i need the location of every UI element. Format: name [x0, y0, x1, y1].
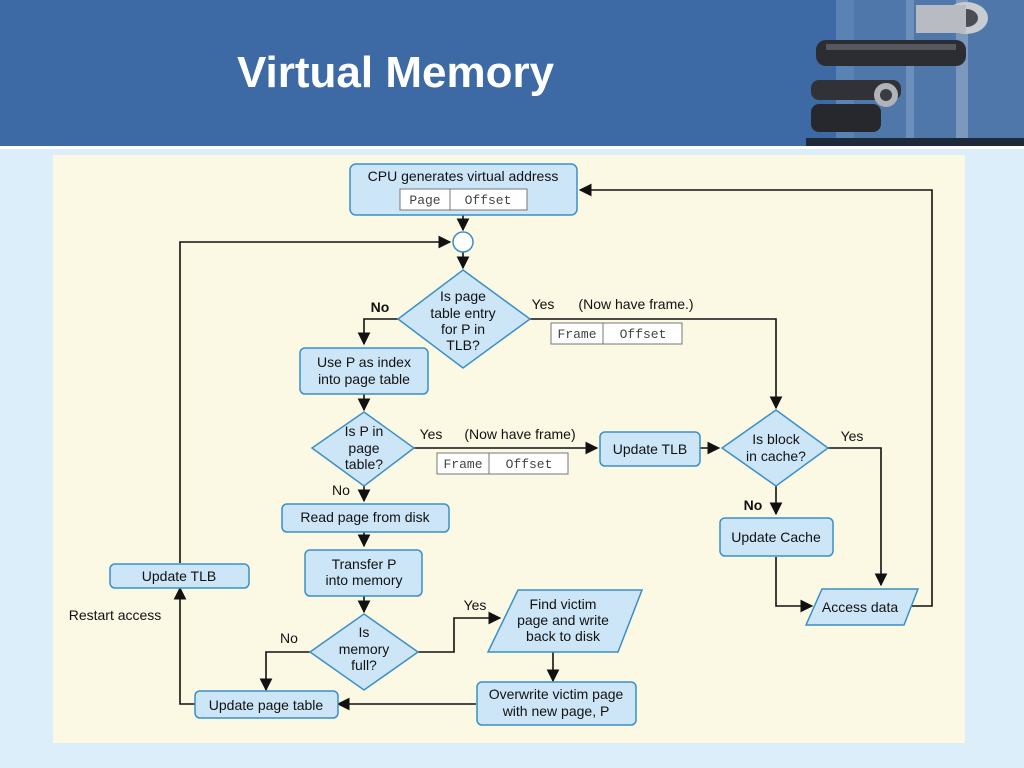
- restart-access-label: Restart access: [69, 607, 162, 623]
- update-cache-box: [719, 517, 834, 557]
- decision-cache-line2: in cache?: [746, 448, 806, 464]
- start-box-label: CPU generates virtual address: [368, 168, 559, 184]
- pt-no-label: No: [332, 482, 350, 498]
- use-p-index-line2: into page table: [318, 371, 410, 387]
- join-circle: [452, 231, 474, 253]
- banner-divider: [0, 146, 1024, 149]
- decision-mem-line3: full?: [351, 657, 377, 673]
- update-page-table-label: Update page table: [209, 697, 324, 713]
- va-offset-label: Offset: [465, 193, 512, 208]
- edge-access-to-start: [578, 183, 933, 607]
- use-p-index-line1: Use P as index: [317, 354, 411, 370]
- decision-mem-line1: Is: [359, 624, 370, 640]
- decision-tlb-line2: table entry: [430, 305, 495, 321]
- cable-connectors-photo: [806, 0, 1024, 146]
- va-fields-box: [399, 188, 528, 211]
- find-victim-box: [486, 589, 644, 653]
- edge-tlb-no: [357, 318, 398, 346]
- access-data-box: [804, 588, 920, 626]
- decision-tlb: [396, 269, 532, 369]
- edge-update-tlb-to-join: [179, 235, 452, 563]
- find-victim-line2: page and write: [517, 612, 609, 628]
- cache-no-label: No: [744, 497, 763, 513]
- decision-pt-line1: Is P in: [345, 423, 384, 439]
- transfer-p-line1: Transfer P: [332, 556, 397, 572]
- update-tlb-right-label: Update TLB: [613, 441, 687, 457]
- va-page-label: Page: [409, 193, 440, 208]
- overwrite-victim-line1: Overwrite victim page: [489, 686, 624, 702]
- decision-cache-line1: Is block: [752, 431, 800, 447]
- tlb-no-label: No: [371, 299, 390, 315]
- transfer-p-line2: into memory: [325, 572, 402, 588]
- edge-mem-no: [259, 651, 310, 692]
- decision-memory-full: [308, 613, 420, 691]
- tlb-yes-label: Yes: [532, 296, 555, 312]
- decision-tlb-line1: Is page: [440, 288, 486, 304]
- use-p-index-box: [299, 347, 429, 395]
- find-victim-line1: Find victim: [530, 596, 597, 612]
- access-data-label: Access data: [822, 599, 898, 615]
- find-victim-line3: back to disk: [526, 628, 601, 644]
- mem-no-label: No: [280, 630, 298, 646]
- decision-tlb-line3: for P in: [441, 321, 485, 337]
- pa-fields-box-2: [436, 452, 569, 475]
- decision-page-table: [310, 411, 416, 487]
- cache-yes-label: Yes: [841, 428, 864, 444]
- update-page-table-box: [194, 690, 339, 719]
- pa2-frame-label: Frame: [443, 457, 482, 472]
- update-cache-label: Update Cache: [731, 529, 821, 545]
- pt-yes-label: Yes: [420, 426, 443, 442]
- pa2-offset-label: Offset: [506, 457, 553, 472]
- decision-cache: [720, 409, 830, 487]
- edge-update-pt-to-update-tlb: [173, 586, 195, 705]
- decision-pt-line2: page: [348, 440, 379, 456]
- edge-update-cache-to-access: [775, 557, 814, 613]
- pa-fields-box-1: [550, 322, 683, 345]
- tlb-yes-note: (Now have frame.): [578, 296, 693, 312]
- mem-yes-label: Yes: [464, 597, 487, 613]
- slide-title: Virtual Memory: [237, 48, 555, 97]
- pt-yes-note: (Now have frame): [464, 426, 575, 442]
- overwrite-victim-box: [476, 681, 637, 726]
- decision-tlb-line4: TLB?: [446, 337, 480, 353]
- pa1-offset-label: Offset: [620, 327, 667, 342]
- edge-mem-yes: [418, 611, 502, 653]
- edge-cache-yes: [828, 447, 888, 587]
- decision-pt-line3: table?: [345, 456, 383, 472]
- update-tlb-left-box: [109, 563, 250, 589]
- overwrite-victim-line2: with new page, P: [502, 703, 610, 719]
- update-tlb-right-box: [599, 431, 701, 467]
- edge-tlb-yes: [530, 318, 783, 410]
- update-tlb-left-label: Update TLB: [142, 568, 216, 584]
- transfer-p-box: [304, 549, 423, 597]
- read-disk-box: [281, 503, 450, 533]
- decision-mem-line2: memory: [339, 641, 390, 657]
- read-disk-label: Read page from disk: [300, 509, 430, 525]
- pa1-frame-label: Frame: [557, 327, 596, 342]
